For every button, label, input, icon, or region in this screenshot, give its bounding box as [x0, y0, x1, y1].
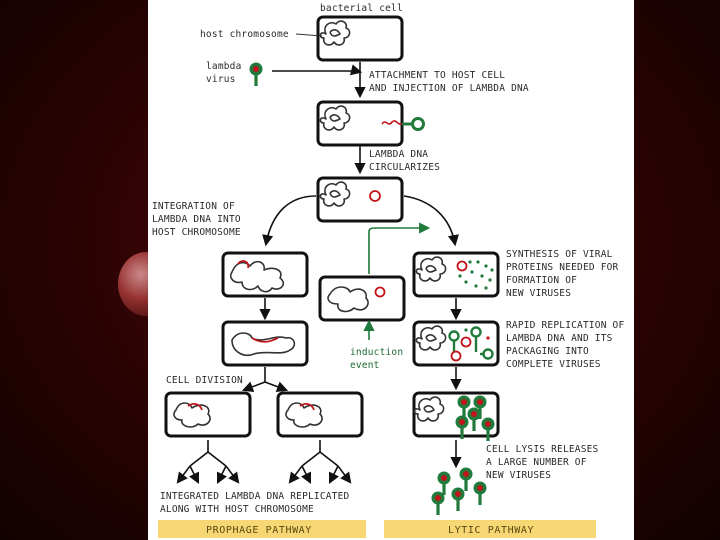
lytic-pathway-bar	[384, 520, 596, 538]
arrow-virus-to-attachment	[272, 64, 363, 76]
label-integrated-2: ALONG WITH HOST CHROMOSOME	[160, 504, 314, 515]
label-host-chromosome: host chromosome	[200, 29, 289, 40]
cell-prophage-elongated	[221, 320, 309, 367]
label-rapid-4: COMPLETE VIRUSES	[506, 359, 601, 370]
cell-circular-dna	[316, 176, 404, 223]
label-lambda: lambda	[206, 61, 242, 72]
label-induction: induction	[350, 347, 403, 358]
branching-tree-left	[176, 440, 240, 485]
cell-daughter-left	[164, 391, 252, 438]
cell-induced	[318, 275, 406, 322]
label-integrated-1: INTEGRATED LAMBDA DNA REPLICATED	[160, 491, 350, 502]
label-synthesis-3: FORMATION OF	[506, 275, 577, 286]
arrow-induction-to-lytic	[368, 222, 431, 274]
cell-daughter-right	[276, 391, 364, 438]
cell-integrated	[221, 251, 309, 298]
prophage-pathway-bar	[158, 520, 366, 538]
label-attachment-2: AND INJECTION OF LAMBDA DNA	[369, 83, 529, 94]
label-rapid-1: RAPID REPLICATION OF	[506, 320, 624, 331]
label-lysis-2: A LARGE NUMBER OF	[486, 457, 587, 468]
cell-replication	[412, 320, 500, 367]
label-circularizes-2: CIRCULARIZES	[369, 162, 440, 173]
arrow-to-lytic	[403, 195, 459, 247]
label-bacterial-cell: bacterial cell	[320, 3, 403, 14]
label-lysis-3: NEW VIRUSES	[486, 470, 551, 481]
label-integration-2: LAMBDA DNA INTO	[152, 214, 241, 225]
released-viruses	[431, 467, 487, 515]
label-virus: virus	[206, 74, 236, 85]
label-attachment-1: ATTACHMENT TO HOST CELL	[369, 70, 505, 81]
label-rapid-3: PACKAGING INTO	[506, 346, 589, 357]
branching-tree-right	[288, 440, 352, 485]
label-lysis-1: CELL LYSIS RELEASES	[486, 444, 599, 455]
label-rapid-2: LAMBDA DNA AND ITS	[506, 333, 613, 344]
label-lytic-pathway: LYTIC PATHWAY	[448, 525, 534, 536]
label-event: event	[350, 360, 380, 371]
pointer-host-chromosome	[295, 33, 323, 37]
label-synthesis-4: NEW VIRUSES	[506, 288, 571, 299]
label-integration-1: INTEGRATION OF	[152, 201, 235, 212]
cell-initial	[316, 15, 404, 62]
arrow-division-left	[241, 381, 266, 393]
label-prophage-pathway: PROPHAGE PATHWAY	[206, 525, 312, 536]
lambda-phage-icon	[249, 62, 263, 86]
label-synthesis-2: PROTEINS NEEDED FOR	[506, 262, 619, 273]
arrow-division-right	[264, 381, 289, 393]
cell-protein-synthesis	[412, 251, 500, 298]
label-circularizes-1: LAMBDA DNA	[369, 149, 428, 160]
label-integration-3: HOST CHROMOSOME	[152, 227, 241, 238]
arrow-to-prophage	[262, 195, 317, 247]
label-cell-division: CELL DIVISION	[166, 375, 243, 386]
label-synthesis-1: SYNTHESIS OF VIRAL	[506, 249, 613, 260]
cell-injection	[316, 100, 425, 147]
cell-mature-viruses	[412, 391, 500, 441]
